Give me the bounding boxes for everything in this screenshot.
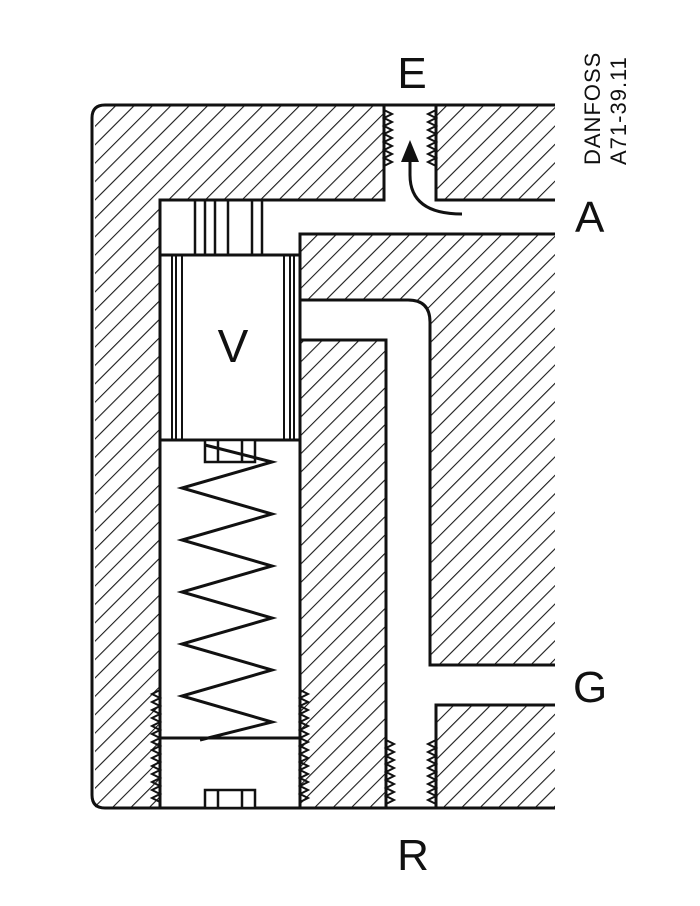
drawing-code-label: DANFOSS A71-39.11 (580, 52, 631, 165)
valve-stem (193, 200, 264, 255)
compression-spring (176, 443, 278, 742)
flow-arrow (401, 140, 463, 216)
port-label-g: G (573, 663, 607, 712)
port-label-r: R (397, 831, 429, 880)
port-label-e: E (397, 49, 426, 98)
port-label-a: A (575, 193, 605, 242)
code-line-manufacturer: DANFOSS (580, 52, 605, 165)
valve-label: V (218, 320, 249, 372)
housing-body (95, 105, 555, 808)
thread-plug-bore (149, 689, 311, 803)
valve-body (158, 253, 302, 442)
thread-e-port (381, 109, 439, 167)
thread-r-port (383, 739, 439, 805)
bottom-plug (160, 736, 300, 810)
code-line-number: A71-39.11 (606, 56, 631, 165)
housing-outline (90, 103, 555, 810)
